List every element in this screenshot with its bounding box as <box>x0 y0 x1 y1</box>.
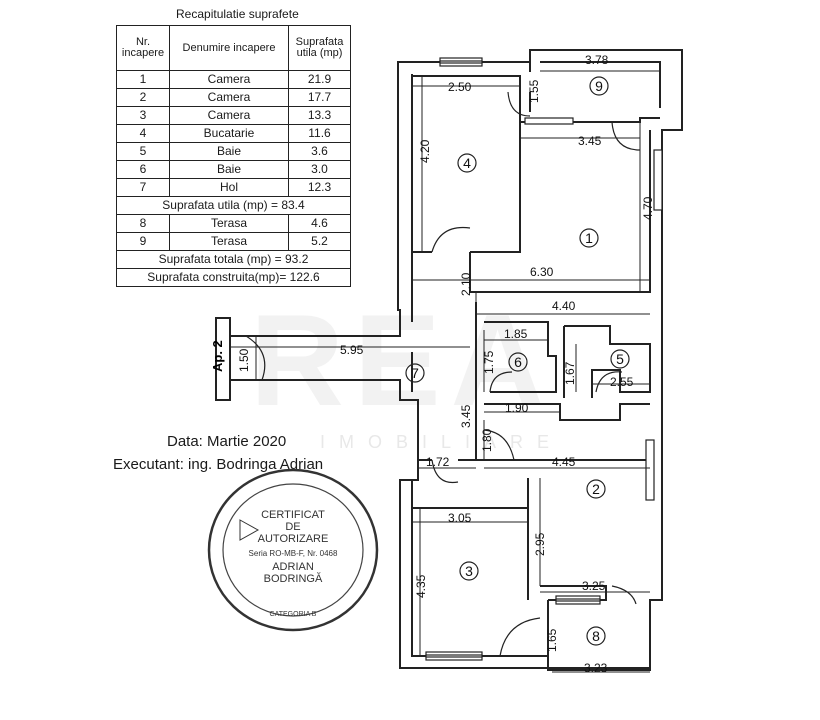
date-label: Data: Martie 2020 <box>167 433 287 450</box>
dimension-label: 4.45 <box>552 455 576 469</box>
dimension-label: 3.23 <box>584 661 608 675</box>
room-number: 1 <box>585 230 593 246</box>
stamp-line2: DE <box>285 521 300 533</box>
stamp-line7: CATEGORIA B <box>270 611 317 618</box>
col-header-nr: Nr. incapere <box>116 25 170 71</box>
cell-area: 3.0 <box>288 160 351 179</box>
area-summary-table: Nr. incapere Denumire incapere Suprafata… <box>116 25 351 287</box>
dimension-label: 2.50 <box>448 80 472 94</box>
certification-stamp: CERTIFICAT DE AUTORIZARE Seria RO-MB-F, … <box>207 468 379 632</box>
cell-area: 5.2 <box>288 232 351 251</box>
door-room4 <box>431 226 471 253</box>
wall-room4-right <box>470 122 521 253</box>
star-icon <box>239 519 260 541</box>
room-number: 8 <box>592 628 600 644</box>
cell-area: 21.9 <box>288 70 351 89</box>
dimension-label: 1.65 <box>545 628 559 652</box>
door-room9 <box>507 91 531 117</box>
col-header-area: Suprafata utila (mp) <box>288 25 351 71</box>
wall-bath6 <box>484 321 557 393</box>
room-number: 4 <box>463 155 471 171</box>
room-number-circle <box>586 479 606 499</box>
terrace9-line <box>540 61 661 108</box>
room-number: 6 <box>514 354 522 370</box>
dimension-label: 1.50 <box>237 348 251 372</box>
dimension-label: 1.85 <box>504 327 528 341</box>
executant-label: Executant: ing. Bodringa Adrian <box>113 456 324 473</box>
room-number: 2 <box>592 481 600 497</box>
wall-room1 <box>469 130 651 293</box>
built-row: Suprafata construita(mp)= 122.6 <box>116 268 351 287</box>
wall-top-rooms <box>412 75 660 123</box>
dimension-label: 3.45 <box>459 404 473 428</box>
window-room1-side <box>653 149 663 211</box>
dimension-label: 3.05 <box>448 511 472 525</box>
room-number-circle <box>610 349 630 369</box>
apartment-label: Ap. 2 <box>210 340 225 372</box>
room-number-circle <box>459 561 479 581</box>
door-room2-terrace <box>611 585 637 605</box>
wall-hol-bottom <box>484 403 650 421</box>
stamp-line5: ADRIAN <box>272 561 314 573</box>
dimension-label: 5.95 <box>340 343 364 357</box>
dimension-label: 2.95 <box>533 532 547 556</box>
dimension-label: 4.70 <box>641 196 655 220</box>
cell-area: 12.3 <box>288 178 351 197</box>
dimension-label: 6.30 <box>530 265 554 279</box>
dimension-label: 1.80 <box>480 428 494 452</box>
dimension-label: 4.40 <box>552 299 576 313</box>
room-number-circle <box>589 76 609 96</box>
col-header-name: Denumire incapere <box>169 25 289 71</box>
dimension-label: 2.10 <box>459 272 473 296</box>
total-row: Suprafata totala (mp) = 93.2 <box>116 250 351 269</box>
door-room2 <box>483 429 515 461</box>
outer-wall <box>215 49 683 671</box>
room-number-circle <box>508 352 528 372</box>
table-title: Recapitulatie suprafete <box>176 7 299 21</box>
room-number-circle <box>405 363 425 383</box>
room-number-circle <box>579 228 599 248</box>
dimension-label: 3.25 <box>582 579 606 593</box>
door-terrace8 <box>499 617 541 657</box>
door-entry <box>245 335 266 381</box>
dimension-label: 1.72 <box>426 455 450 469</box>
room-number-circle <box>457 153 477 173</box>
cell-area: 3.6 <box>288 142 351 161</box>
door-bath6 <box>489 371 513 393</box>
room-number: 7 <box>411 365 419 381</box>
stamp-line1: CERTIFICAT <box>261 509 325 521</box>
room-number: 3 <box>465 563 473 579</box>
dimension-label: 4.35 <box>414 574 428 598</box>
dimension-label: 2.55 <box>610 375 634 389</box>
dimension-label: 1.75 <box>482 350 496 374</box>
door-room3 <box>431 459 459 484</box>
dimension-label: 1.55 <box>527 79 541 103</box>
stamp-line6: BODRINGĂ <box>264 572 323 585</box>
door-room1-terrace <box>611 121 641 151</box>
stamp-line4: Seria RO-MB-F, Nr. 0468 <box>249 549 338 558</box>
window-room1 <box>524 117 574 125</box>
wall-bath5 <box>564 325 651 398</box>
dimension-label: 3.78 <box>585 53 609 67</box>
watermark-subtitle: IMOBILIARE <box>320 432 564 452</box>
room-number-circle <box>586 626 606 646</box>
dimension-label: 1.90 <box>505 401 529 415</box>
dimension-label: 3.45 <box>578 134 602 148</box>
stamp-line3: AUTORIZARE <box>258 533 329 545</box>
watermark-logo: REA <box>250 287 555 433</box>
room-number: 9 <box>595 78 603 94</box>
dimension-label: 4.20 <box>418 139 432 163</box>
door-bath5 <box>595 371 623 393</box>
room-number: 5 <box>616 351 624 367</box>
window-room2-side <box>645 439 655 501</box>
dimension-label: 1.67 <box>563 361 577 385</box>
